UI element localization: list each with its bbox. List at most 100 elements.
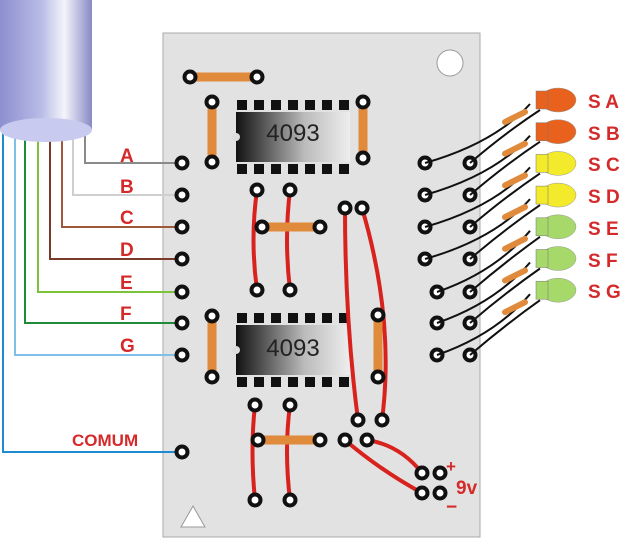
solder-pad bbox=[432, 485, 448, 501]
led-base bbox=[535, 217, 549, 237]
ic-pin bbox=[322, 313, 332, 323]
input-wire bbox=[61, 130, 182, 228]
led-lead bbox=[469, 267, 541, 324]
led-lead bbox=[469, 109, 541, 164]
led-resistor bbox=[502, 267, 528, 284]
jumper-wire bbox=[285, 404, 292, 501]
ic-pin bbox=[237, 100, 247, 110]
output-label: S F bbox=[588, 251, 618, 272]
solder-pad bbox=[414, 465, 430, 481]
solder-pad bbox=[247, 397, 263, 413]
ic-label: 4093 bbox=[266, 335, 319, 362]
solder-pad bbox=[204, 369, 220, 385]
solder-pad bbox=[355, 150, 371, 166]
jumper-wire bbox=[343, 207, 360, 421]
solder-pad bbox=[312, 432, 328, 448]
ic-pin bbox=[288, 377, 298, 387]
output-label: S B bbox=[588, 124, 620, 145]
ic-pin bbox=[288, 100, 298, 110]
ic-label: 4093 bbox=[266, 120, 319, 147]
input-wires bbox=[2, 130, 182, 453]
solder-pad bbox=[370, 307, 386, 323]
led-resistor bbox=[502, 172, 528, 189]
ic-pin bbox=[339, 313, 349, 323]
led-base bbox=[535, 90, 549, 110]
solder-pad bbox=[249, 182, 265, 198]
common-label: COMUM bbox=[72, 431, 138, 450]
ic-pin bbox=[254, 313, 264, 323]
ic-pin bbox=[305, 377, 315, 387]
ic-pin bbox=[271, 100, 281, 110]
solder-pad bbox=[249, 282, 265, 298]
led-resistor bbox=[502, 204, 528, 221]
ic-pin bbox=[237, 377, 247, 387]
input-wire bbox=[14, 130, 182, 356]
led-lead bbox=[469, 204, 541, 260]
input-label: A bbox=[120, 146, 134, 167]
solder-pad bbox=[250, 432, 266, 448]
input-label: F bbox=[120, 304, 132, 325]
ic-notch bbox=[232, 133, 240, 141]
solder-pad bbox=[282, 182, 298, 198]
solder-pad bbox=[432, 465, 448, 481]
solder-pad bbox=[174, 284, 190, 300]
output-label: S A bbox=[588, 92, 619, 113]
input-wire bbox=[24, 130, 182, 324]
ic-pin bbox=[271, 164, 281, 174]
solder-pad bbox=[174, 251, 190, 267]
ic-pin bbox=[271, 313, 281, 323]
solder-pad bbox=[174, 155, 190, 171]
input-label: G bbox=[120, 336, 135, 357]
ic-chip bbox=[236, 112, 350, 162]
ic-pin bbox=[339, 100, 349, 110]
ic-chip bbox=[236, 325, 350, 375]
solder-pad bbox=[354, 200, 370, 216]
ic-pin bbox=[322, 377, 332, 387]
power-label: 9v bbox=[456, 478, 478, 499]
jumper-wire bbox=[343, 438, 423, 495]
output-label: S E bbox=[588, 219, 619, 240]
input-wire bbox=[72, 130, 182, 196]
cable-end bbox=[0, 118, 92, 142]
ic-pin bbox=[254, 377, 264, 387]
solder-pad bbox=[359, 432, 375, 448]
solder-pad bbox=[247, 492, 263, 508]
solder-pad bbox=[174, 347, 190, 363]
output-label: S D bbox=[588, 187, 620, 208]
triangle-marker bbox=[180, 504, 206, 528]
ic-pin bbox=[288, 164, 298, 174]
ic-pin bbox=[288, 313, 298, 323]
solder-pad bbox=[282, 492, 298, 508]
input-wire bbox=[37, 130, 182, 293]
ic-pin bbox=[322, 164, 332, 174]
ic-pin bbox=[254, 100, 264, 110]
led-base bbox=[535, 154, 549, 173]
solder-pad bbox=[355, 94, 371, 110]
solder-pad bbox=[374, 412, 390, 428]
solder-pad bbox=[350, 412, 366, 428]
input-label: E bbox=[120, 273, 133, 294]
solder-pad bbox=[282, 282, 298, 298]
led-resistor bbox=[502, 140, 528, 157]
ic-pin bbox=[339, 164, 349, 174]
ic-pin bbox=[305, 164, 315, 174]
power-plus: + bbox=[446, 457, 456, 476]
output-label: S G bbox=[588, 282, 620, 303]
solder-pad bbox=[337, 432, 353, 448]
ic-pin bbox=[322, 100, 332, 110]
solder-pad bbox=[174, 219, 190, 235]
input-label: C bbox=[120, 208, 134, 229]
led-resistor bbox=[502, 109, 528, 125]
jumper-wire bbox=[250, 404, 257, 501]
led-base bbox=[535, 122, 549, 141]
solder-pad bbox=[174, 315, 190, 331]
input-label: B bbox=[120, 177, 134, 198]
solder-pad bbox=[204, 94, 220, 110]
jumper-wire bbox=[285, 189, 292, 291]
jumper-wire bbox=[251, 189, 259, 291]
solder-pad bbox=[282, 397, 298, 413]
common-wire bbox=[2, 130, 182, 453]
solder-pad bbox=[182, 69, 198, 85]
